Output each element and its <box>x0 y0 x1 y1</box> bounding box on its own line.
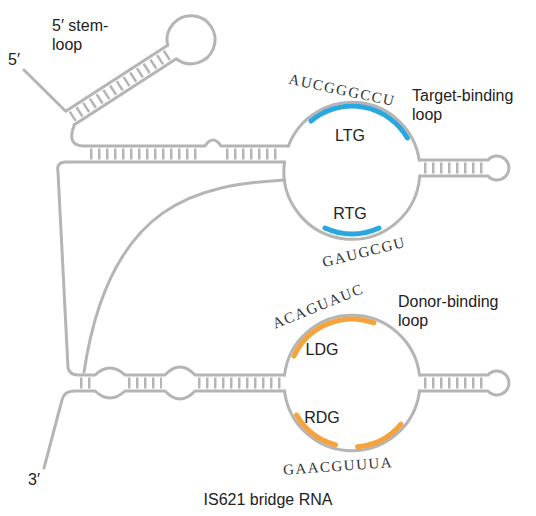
strand <box>58 162 285 375</box>
guide-label: LDG <box>306 340 339 359</box>
internal-loop <box>284 162 420 239</box>
region-label: 5′ stem- loop <box>52 16 122 54</box>
base-pair-ticks <box>424 378 484 389</box>
strand <box>72 125 289 146</box>
region-label: Target-binding loop <box>412 86 530 124</box>
guide-arc <box>358 424 401 447</box>
figure-caption: IS621 bridge RNA <box>204 490 333 509</box>
base-pair-ticks <box>128 378 162 389</box>
hairpin-loop <box>420 371 509 395</box>
hairpin-loop <box>419 156 509 180</box>
region-label: Donor-binding loop <box>398 292 516 330</box>
base-pair-ticks <box>80 378 92 389</box>
internal-loop <box>288 102 419 160</box>
strand <box>84 180 285 372</box>
rna-backbone <box>24 16 509 468</box>
base-pair-ticks <box>226 149 282 160</box>
base-pair-ticks <box>424 163 484 174</box>
end-label: 5′ <box>8 50 20 69</box>
guide-label: RTG <box>333 204 366 223</box>
donor-guides <box>294 319 401 447</box>
guide-label: LTG <box>335 126 365 145</box>
guide-label: RDG <box>304 408 340 427</box>
sequence: GAACGUUUA <box>282 453 393 479</box>
base-pair-ticks <box>198 378 282 389</box>
target-guides <box>311 106 408 234</box>
guide-arc <box>325 228 379 234</box>
base-pair-ticks <box>72 53 171 117</box>
end-label: 3′ <box>28 470 40 489</box>
base-pair-ticks <box>90 149 201 160</box>
strand <box>44 391 285 468</box>
internal-loop <box>285 391 420 451</box>
